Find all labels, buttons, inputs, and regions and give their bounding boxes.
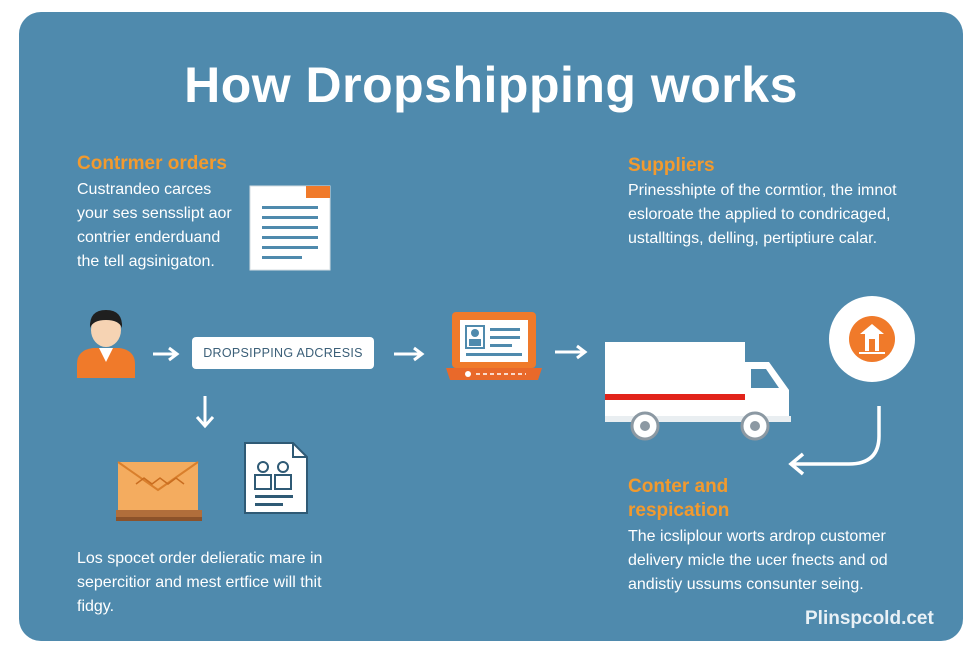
customer-orders-text: Custrandeo carces your ses sensslipt aor… bbox=[77, 178, 252, 274]
watermark: Plinspcold.cet bbox=[805, 608, 934, 629]
dropshipping-address-box: DROPSIPPING ADCRESIS bbox=[192, 337, 374, 369]
customer-orders-line: your ses sensslipt aor bbox=[77, 205, 232, 222]
document-icon bbox=[249, 185, 331, 271]
customer-avatar-icon bbox=[77, 310, 135, 378]
customer-orders-line: the tell agsinigaton. bbox=[77, 253, 215, 270]
bottom-line: Los spocet order delieratic mare in bbox=[77, 550, 323, 567]
bottom-text: Los spocet order delieratic mare in sepe… bbox=[77, 547, 377, 619]
center-heading-line: Conter and bbox=[628, 476, 729, 497]
center-text: The icsliplour worts ardrop customer del… bbox=[628, 525, 928, 597]
center-heading-line: respication bbox=[628, 500, 730, 521]
arrow-right-icon bbox=[153, 346, 180, 362]
laptop-icon bbox=[446, 312, 542, 380]
delivery-truck-icon bbox=[605, 342, 791, 441]
center-line: The icsliplour worts ardrop customer bbox=[628, 528, 886, 545]
customer-orders-heading: Contrmer orders bbox=[77, 153, 227, 174]
customer-orders-line: Custrandeo carces bbox=[77, 181, 212, 198]
suppliers-line: Prinesshipte of the cormtior, the imnot bbox=[628, 182, 897, 199]
page-title: How Dropshipping works bbox=[184, 57, 798, 113]
suppliers-heading: Suppliers bbox=[628, 155, 715, 176]
bottom-line: sepercitior and mest ertfice will thit bbox=[77, 574, 322, 591]
arrow-right-icon bbox=[555, 344, 588, 360]
bottom-line: fidgy. bbox=[77, 598, 115, 615]
infographic-card: How Dropshipping works Contrmer orders C… bbox=[19, 12, 963, 641]
center-line: delivery micle the ucer fnects and od bbox=[628, 552, 888, 569]
arrow-down-icon bbox=[195, 396, 215, 429]
suppliers-text: Prinesshipte of the cormtior, the imnot … bbox=[628, 179, 928, 251]
center-line: andistiy ussums consunter seing. bbox=[628, 576, 864, 593]
customer-orders-line: contrier enderduand bbox=[77, 229, 221, 246]
arrow-right-icon bbox=[394, 346, 425, 362]
center-heading: Conter and respication bbox=[628, 475, 828, 523]
suppliers-line: esloroate the applied to condricaged, bbox=[628, 206, 891, 223]
envelope-icon bbox=[116, 461, 202, 521]
invoice-icon bbox=[244, 442, 308, 514]
warehouse-badge-icon bbox=[829, 296, 915, 382]
suppliers-line: ustalltings, delling, pertiptiure calar. bbox=[628, 230, 878, 247]
return-arrow-icon bbox=[788, 406, 881, 476]
